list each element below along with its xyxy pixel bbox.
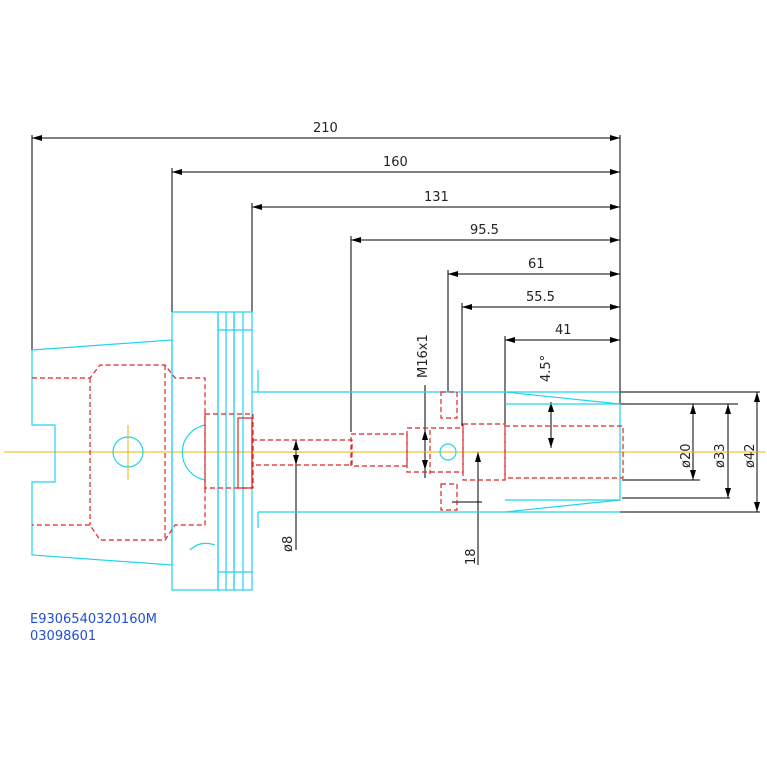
center-line	[4, 425, 765, 480]
dim-210: 210	[313, 121, 338, 136]
dim-160: 160	[383, 155, 408, 170]
part-code-line-1: E9306540320160M	[30, 612, 157, 627]
dim-dia42: ø42	[743, 444, 758, 469]
dim-dia8: ø8	[281, 536, 296, 552]
dim-55-5: 55.5	[526, 290, 555, 305]
dim-angle: 4.5°	[539, 355, 554, 382]
dim-thread: M16x1	[416, 334, 431, 378]
dim-dia33: ø33	[713, 444, 728, 469]
dim-95-5: 95.5	[470, 223, 499, 238]
part-code-line-2: 03098601	[30, 629, 96, 644]
hidden-lines	[32, 364, 624, 541]
holder-outline	[31, 311, 621, 591]
dim-dia20: ø20	[679, 444, 694, 469]
dimension-labels: 210 160 131 95.5 61 55.5 41 M16x1 4.5° ø…	[281, 121, 758, 565]
dim-131: 131	[424, 190, 449, 205]
dimension-lines	[31, 135, 760, 565]
dim-18: 18	[464, 548, 479, 565]
dim-61: 61	[528, 257, 545, 272]
dim-41: 41	[555, 323, 572, 338]
part-code-block: E9306540320160M 03098601	[30, 612, 157, 644]
